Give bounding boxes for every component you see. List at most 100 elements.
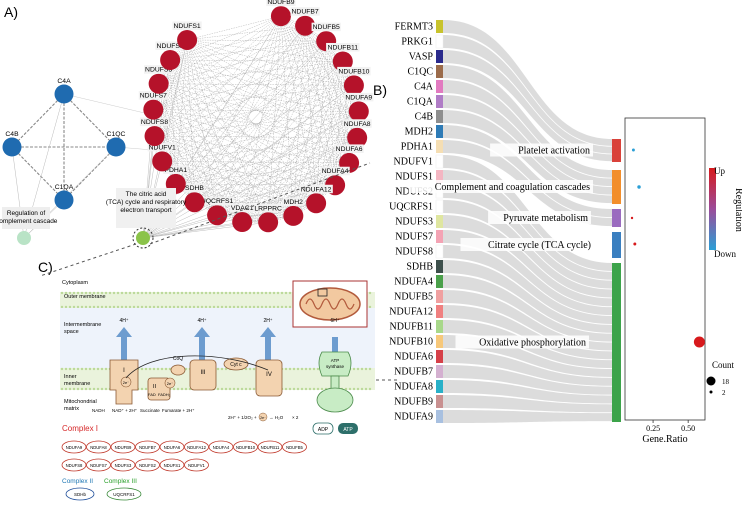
hub-edge [142,61,343,239]
network-edge [158,83,317,204]
lipid-head [88,367,92,371]
complex-i-gene-ellipse [61,440,87,454]
lipid-head [308,367,312,371]
gene-node-label-box [253,203,283,213]
lipid-head [120,291,124,295]
lipid-head [108,291,112,295]
lipid-head [288,291,292,295]
sankey-gene-label: NDUFB5 [394,291,433,302]
lipid-head [132,291,136,295]
lipid-head [172,305,176,309]
water-equation-right: → H₂O [269,415,284,420]
lipid-head [184,367,188,371]
sankey-gene-bar [436,95,443,108]
sankey-gene-label: PDHA1 [401,141,433,152]
sankey-gene-bar [436,395,443,408]
sankey-pathway-label: Citrate cycle (TCA cycle) [488,240,591,251]
lipid-head [192,305,196,309]
dotplot-point [693,336,705,348]
network-edge [158,15,282,84]
network-edge [153,40,327,110]
network-edge [280,15,306,26]
lipid-head [88,305,92,309]
lipid-head [356,367,360,371]
sankey-gene-bar [435,199,444,214]
network-edge [170,59,336,186]
sankey-flow [443,410,612,423]
lipid-head [136,305,140,309]
sankey-gene-bar [436,305,443,318]
sankey-gene-label: NDUFS1 [395,171,433,182]
network-edge [304,25,336,186]
lipid-head [220,305,224,309]
lipid-head [196,305,200,309]
gene-node-label: NDUFB9 [267,0,294,6]
network-edge [169,59,294,216]
nadh-label: NADH [92,408,105,413]
legend-down-label: Down [714,249,736,259]
network-edge [242,25,306,223]
lipid-head [88,291,92,295]
inset-zoom-box [317,288,328,297]
complex-i-title: Complex I [62,424,98,433]
network-edge [162,85,354,162]
gene-node [295,15,316,36]
lipid-head [168,305,172,309]
network-edge [175,39,188,184]
lipid-head [128,291,132,295]
legend-count-small-dot [709,390,713,394]
atp-badge [338,423,358,434]
gene-node [143,99,164,120]
gene-node-label: NDUFA4 [322,168,349,175]
lipid-head [116,291,120,295]
network-edge [169,60,176,184]
lipid-head [140,387,144,391]
sankey-gene-label: NDUFV1 [394,156,433,167]
sankey-flow [443,80,612,187]
gene-node [184,192,205,213]
lipid-head [284,305,288,309]
complement-gene-node [2,137,22,157]
sankey-pathway-bar [612,139,621,162]
lipid-head [84,291,88,295]
hub-edge [142,137,358,239]
lipid-head [104,291,108,295]
lipid-head [304,367,308,371]
network-edge [153,109,350,164]
gene-node-label-box [266,0,296,7]
lipid-head [136,291,140,295]
network-edge [169,59,195,203]
legend-count-large: 18 [722,378,730,386]
gene-node-label-box [320,166,350,176]
lipid-head [176,305,180,309]
gene-node-label-box [229,203,255,213]
sankey-gene-bar [435,34,444,49]
complex-i-gene: NDUFS1 [164,463,181,468]
lipid-head [68,291,72,295]
lipid-head [344,387,348,391]
lipid-head [244,367,248,371]
complex-i-gene: NDUFA8 [90,445,107,450]
complex-i-gene-ellipse [86,440,111,454]
x-tick-label: 0.25 [646,424,660,433]
sankey-gene-bar [436,410,443,423]
lipid-head [180,291,184,295]
network-edge [326,41,359,112]
gene-node [332,51,353,72]
network-edge [342,61,350,163]
lipid-head [248,387,252,391]
network-edge [154,135,218,216]
sankey-gene-bar [436,320,443,333]
network-edge [242,85,355,223]
sankey-flow [443,35,612,154]
lipid-head [284,367,288,371]
network-edge [216,61,343,216]
complement-gene-label: C4A [57,78,71,85]
tca-hub-node [136,231,150,245]
gene-node-label: NDUFB10 [338,68,369,75]
sankey-pathway-bar [612,209,621,227]
network-edge [158,83,336,186]
lipid-head [276,291,280,295]
gene-node [160,50,181,71]
